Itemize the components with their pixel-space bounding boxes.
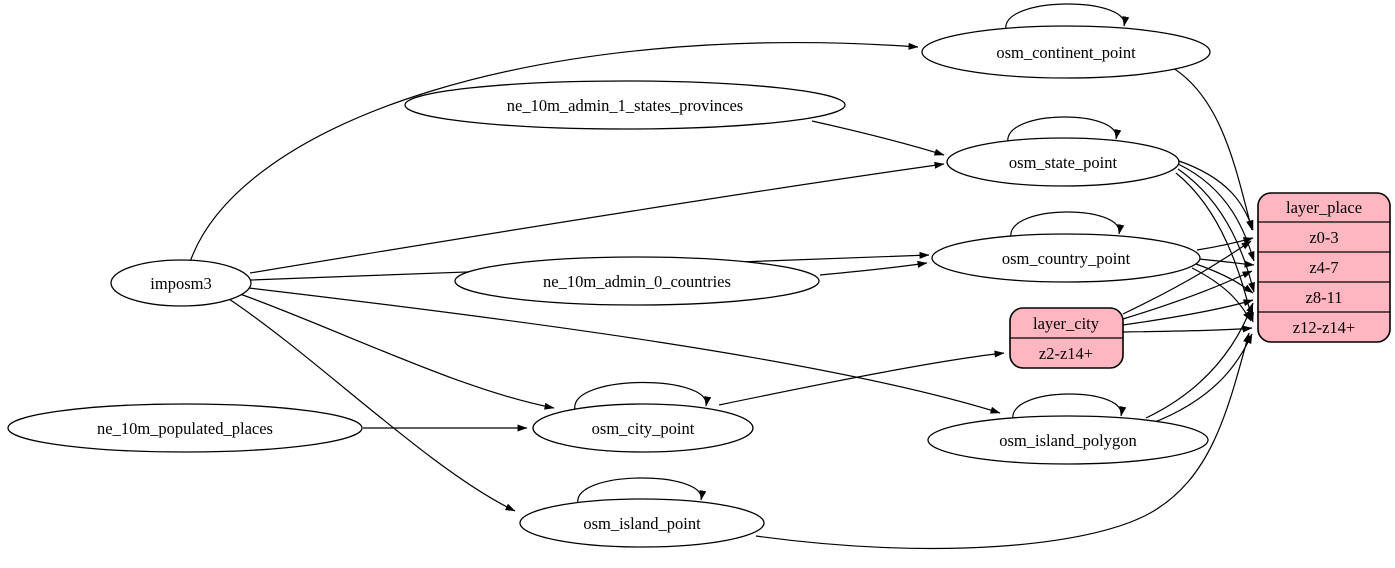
node-osm-continent-point: osm_continent_point	[921, 25, 1211, 79]
edge-state-z4	[1177, 163, 1255, 262]
edge-islandpolygon-z12	[1149, 333, 1253, 425]
osm-state-point-label: osm_state_point	[1009, 153, 1118, 172]
layer-place-row-z8-11: z8-11	[1306, 288, 1343, 307]
node-osm-island-point: osm_island_point	[519, 498, 765, 548]
edge-country-z0	[1196, 237, 1254, 251]
layer-place-row-z4-7: z4-7	[1309, 258, 1338, 277]
ne-10m-admin-0-countries-label: ne_10m_admin_0_countries	[543, 272, 731, 291]
layer-place-record: layer_place z0-3 z4-7 z8-11 z12-z14+	[1257, 192, 1391, 343]
osm-continent-point-label: osm_continent_point	[996, 43, 1136, 62]
node-osm-city-point: osm_city_point	[532, 403, 754, 453]
osm-country-point-label: osm_country_point	[1002, 249, 1131, 268]
self-loop-state	[1007, 116, 1122, 144]
edge-country-z4	[1198, 258, 1255, 268]
layer-place-row-z12-z14: z12-z14+	[1293, 318, 1355, 337]
edge-islandpoint-z12	[755, 332, 1250, 550]
layer-place-row-z0-3: z0-3	[1309, 228, 1338, 247]
edge-imposm3-city	[239, 293, 555, 410]
edge-country-z12	[1191, 267, 1252, 322]
self-loop-island-point	[577, 477, 707, 505]
self-loop-city	[574, 381, 712, 411]
edge-state-z8	[1177, 168, 1255, 293]
osm-island-point-label: osm_island_point	[583, 514, 701, 533]
node-osm-country-point: osm_country_point	[931, 233, 1201, 283]
layer-city-record: layer_city z2-z14+	[1009, 307, 1124, 369]
edges	[189, 3, 1255, 550]
node-ne-10m-admin-1-states-provinces: ne_10m_admin_1_states_provinces	[404, 80, 846, 130]
node-osm-island-polygon: osm_island_polygon	[927, 415, 1209, 465]
edge-state-z0	[1175, 159, 1254, 231]
edge-imposm3-state	[249, 161, 945, 274]
edge-layercity-z8	[1122, 299, 1254, 326]
edge-city-layercity	[718, 350, 1005, 406]
node-ne-10m-admin-0-countries: ne_10m_admin_0_countries	[454, 256, 820, 306]
layer-city-row-z2-z14: z2-z14+	[1039, 344, 1093, 363]
self-loop-continent	[1005, 3, 1130, 31]
edge-islandpolygon-z8	[1145, 302, 1254, 419]
node-osm-state-point: osm_state_point	[946, 137, 1180, 187]
edge-imposm3-island-polygon	[248, 287, 1001, 414]
osm-island-polygon-label: osm_island_polygon	[999, 431, 1137, 450]
edge-layercity-z0	[1122, 240, 1252, 315]
ne-10m-admin-1-states-provinces-label: ne_10m_admin_1_states_provinces	[507, 96, 743, 115]
osm-city-point-label: osm_city_point	[592, 419, 695, 438]
edge-country-z8	[1195, 263, 1254, 294]
edge-ne0-country	[819, 260, 928, 276]
node-imposm3: imposm3	[110, 259, 252, 307]
edge-ne1-state	[811, 120, 945, 156]
edge-imposm3-continent	[189, 42, 919, 263]
self-loop-island-polygon	[1012, 393, 1127, 421]
edge-continent-z0	[1167, 64, 1253, 231]
ne-10m-populated-places-label: ne_10m_populated_places	[97, 419, 273, 438]
edge-imposm3-island-point	[228, 298, 516, 512]
layer-place-title: layer_place	[1286, 198, 1362, 217]
edge-layercity-z4	[1122, 270, 1253, 320]
imposm3-label: imposm3	[150, 274, 211, 293]
layer-city-title: layer_city	[1033, 314, 1100, 333]
self-loop-country	[1010, 211, 1125, 239]
edge-layercity-z12	[1122, 325, 1253, 333]
node-ne-10m-populated-places: ne_10m_populated_places	[7, 403, 363, 453]
